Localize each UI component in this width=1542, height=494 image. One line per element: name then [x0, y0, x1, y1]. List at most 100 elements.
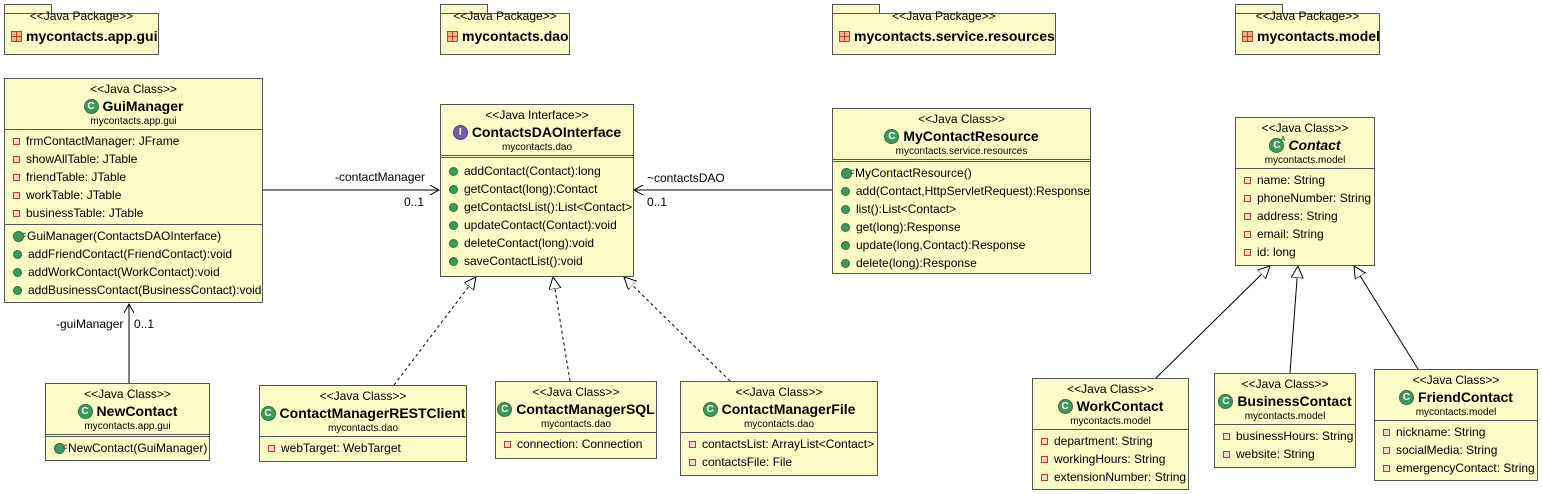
interface-icon: I — [452, 124, 468, 140]
class-package: mycontacts.dao — [540, 419, 612, 430]
public-icon — [449, 202, 458, 212]
abstract-class-icon: C — [1269, 133, 1286, 153]
package-icon — [839, 30, 850, 42]
private-icon — [13, 155, 20, 163]
private-icon — [1223, 450, 1230, 458]
role-label-contact-manager: -contactManager — [335, 170, 426, 184]
realization-manager-file — [624, 277, 731, 382]
field-row: website: String — [1215, 445, 1355, 463]
class-package: mycontacts.service.resources — [895, 146, 1028, 157]
class-icon: C — [1218, 393, 1234, 409]
multiplicity-label-contact-manager: 0..1 — [404, 195, 425, 209]
field-row: friendTable: JTable — [5, 168, 262, 186]
package-dao[interactable]: <<Java Package>> mycontacts.dao — [440, 4, 570, 55]
class-package: mycontacts.model — [1244, 411, 1326, 422]
private-icon — [1041, 455, 1048, 463]
class-icon: C — [260, 405, 276, 421]
field-row: name: String — [1236, 171, 1374, 189]
class-stereotype: <<Java Interface>> — [485, 108, 589, 122]
class-icon: C — [77, 403, 93, 419]
field-row: nickname: String — [1375, 423, 1537, 441]
package-model[interactable]: <<Java Package>> mycontacts.model — [1235, 4, 1380, 55]
class-name: FriendContact — [1418, 389, 1513, 405]
private-icon — [1383, 428, 1390, 436]
class-package: mycontacts.dao — [327, 423, 399, 434]
public-icon — [841, 258, 850, 268]
constructor-icon — [841, 163, 854, 181]
field-row: showAllTable: JTable — [5, 150, 262, 168]
package-stereotype: <<Java Package>> — [453, 9, 557, 23]
package-service-resources[interactable]: <<Java Package>> mycontacts.service.reso… — [832, 4, 1056, 55]
private-icon — [1244, 230, 1251, 238]
public-icon — [449, 256, 458, 266]
class-stereotype: <<Java Class>> — [1241, 377, 1329, 391]
class-stereotype: <<Java Class>> — [84, 387, 171, 401]
package-gui[interactable]: <<Java Package>> mycontacts.app.gui — [4, 4, 159, 55]
realization-manager-sql — [553, 277, 571, 382]
class-stereotype: <<Java Class>> — [1067, 382, 1154, 396]
class-package: mycontacts.app.gui — [84, 421, 171, 432]
field-row: extensionNumber: String — [1033, 468, 1188, 486]
method-row: delete(long):Response — [833, 254, 1090, 272]
private-icon — [13, 137, 20, 145]
class-name: ContactManagerSQL — [516, 401, 655, 417]
package-icon — [1242, 30, 1253, 42]
private-icon — [268, 444, 275, 452]
field-row: department: String — [1033, 432, 1188, 450]
public-icon — [449, 220, 458, 230]
method-row: list():List<Contact> — [833, 200, 1090, 218]
method-row: addContact(Contact):long — [441, 162, 633, 180]
package-name: mycontacts.app.gui — [26, 28, 158, 44]
public-icon — [841, 222, 850, 232]
method-row: get(long):Response — [833, 218, 1090, 236]
class-name: WorkContact — [1076, 398, 1164, 414]
package-stereotype: <<Java Package>> — [29, 9, 134, 23]
method-row: getContact(long):Contact — [441, 180, 633, 198]
class-package: mycontacts.app.gui — [90, 116, 177, 127]
constructor-row: MyContactResource() — [833, 163, 1090, 182]
field-row: workingHours: String — [1033, 450, 1188, 468]
class-name: ContactManagerFile — [721, 401, 856, 417]
class-package: mycontacts.model — [1264, 155, 1346, 166]
public-icon — [449, 166, 458, 176]
role-label-gui-manager: -guiManager — [56, 317, 124, 331]
field-row: id: long — [1236, 243, 1374, 261]
method-row: saveContactList():void — [441, 252, 633, 270]
private-icon — [1223, 432, 1230, 440]
class-name: MyContactResource — [903, 128, 1039, 144]
method-row: addFriendContact(FriendContact):void — [5, 245, 262, 263]
private-icon — [1244, 176, 1251, 184]
package-icon — [11, 30, 22, 42]
inheritance-friend-contact — [1354, 266, 1419, 370]
field-row: emergencyContact: String — [1375, 459, 1537, 477]
constructor-row: GuiManager(ContactsDAOInterface) — [5, 226, 262, 245]
private-icon — [1244, 212, 1251, 220]
package-name: mycontacts.service.resources — [854, 28, 1055, 44]
class-stereotype: <<Java Class>> — [1412, 373, 1500, 387]
package-stereotype: <<Java Package>> — [1255, 9, 1360, 23]
class-icon: C — [1057, 398, 1073, 414]
method-row: update(long,Contact):Response — [833, 236, 1090, 254]
constructor-row: NewContact(GuiManager) — [46, 438, 209, 457]
private-icon — [1041, 437, 1048, 445]
class-icon: C — [1399, 389, 1415, 405]
multiplicity-label-gui-manager: 0..1 — [134, 317, 155, 331]
public-icon — [841, 186, 850, 196]
constructor-icon — [54, 438, 67, 456]
multiplicity-label-contacts-dao: 0..1 — [647, 195, 668, 209]
method-row: add(Contact,HttpServletRequest):Response — [833, 182, 1090, 200]
class-stereotype: <<Java Class>> — [532, 385, 620, 399]
class-package: mycontacts.model — [1070, 416, 1151, 427]
class-package: mycontacts.dao — [501, 142, 573, 153]
